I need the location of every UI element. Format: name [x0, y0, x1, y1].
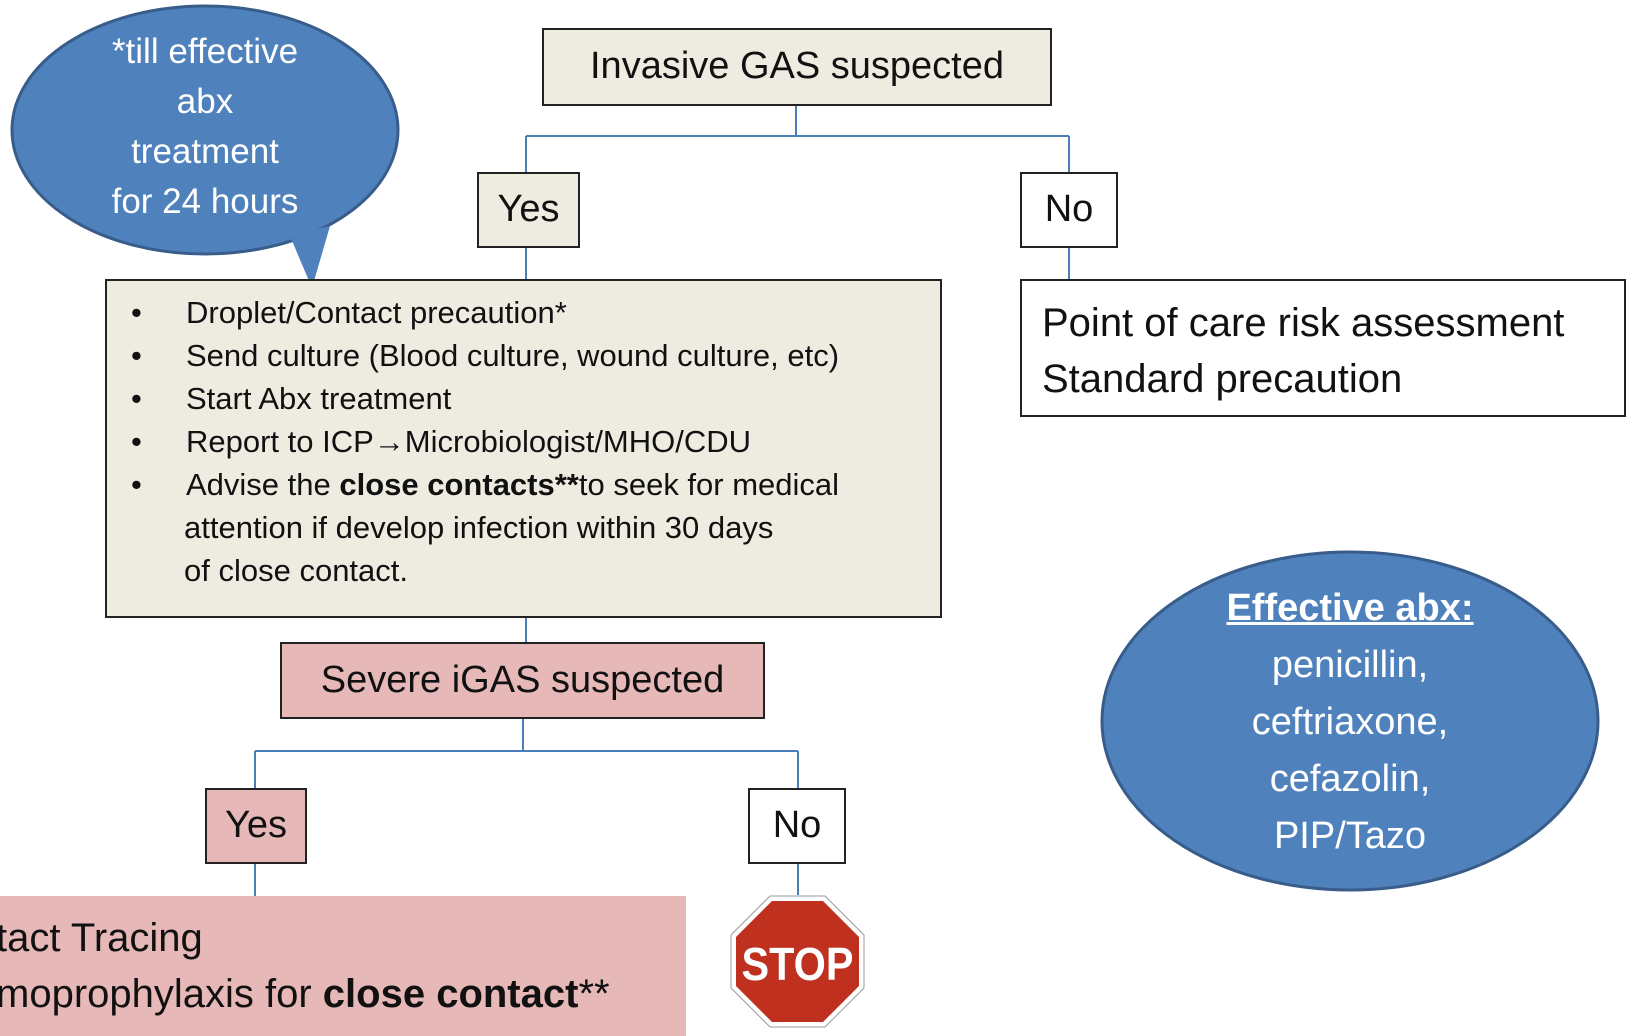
- action-item: Report to ICP→Microbiologist/MHO/CDU: [131, 420, 926, 463]
- yes-label-2: Yes: [225, 804, 287, 847]
- tracing-emphasis: close contact: [322, 972, 579, 1016]
- no-node-2: No: [748, 788, 846, 864]
- action-text: Advise the: [186, 467, 340, 502]
- treatment-note-line: for 24 hours: [111, 182, 299, 221]
- stop-label: STOP: [742, 938, 854, 990]
- root-label: Invasive GAS suspected: [590, 45, 1004, 88]
- tracing-line-2: moprophylaxis for close contact**: [0, 966, 686, 1022]
- actions-list: Droplet/Contact precaution* Send culture…: [131, 291, 926, 506]
- action-continuation: of close contact.: [184, 553, 409, 588]
- antibiotic-item: cefazolin,: [1269, 758, 1431, 800]
- treatment-note-line: *till effective: [111, 32, 299, 71]
- treatment-note-text: *till effective abx treatment for 24 hou…: [70, 27, 340, 227]
- antibiotic-item: ceftriaxone,: [1251, 701, 1449, 743]
- contact-tracing-node: tact Tracing moprophylaxis for close con…: [0, 896, 686, 1036]
- treatment-note-line: treatment: [131, 132, 279, 171]
- actions-node: Droplet/Contact precaution* Send culture…: [105, 279, 942, 618]
- action-text: to seek for medical: [578, 467, 840, 502]
- no-node-1: No: [1020, 172, 1118, 248]
- yes-node-2: Yes: [205, 788, 307, 864]
- risk-assessment-line: Point of care risk assessment: [1042, 301, 1565, 345]
- tracing-text: moprophylaxis for: [0, 972, 323, 1016]
- no-label-1: No: [1044, 188, 1094, 231]
- antibiotic-item: penicillin,: [1271, 644, 1429, 686]
- stop-sign-icon: STOP: [730, 895, 865, 1028]
- yes-label-1: Yes: [497, 188, 560, 231]
- tracing-line-1: tact Tracing: [0, 910, 686, 966]
- tracing-text: tact Tracing: [0, 916, 203, 960]
- action-item: Droplet/Contact precaution*: [131, 291, 926, 334]
- tracing-text: **: [578, 972, 610, 1016]
- action-item: Advise the close contacts**to seek for m…: [131, 463, 926, 506]
- severe-node: Severe iGAS suspected: [280, 642, 765, 719]
- root-node: Invasive GAS suspected: [542, 28, 1052, 106]
- yes-node-1: Yes: [477, 172, 580, 248]
- effective-abx-text: Effective abx: penicillin, ceftriaxone, …: [1150, 580, 1550, 865]
- no-label-2: No: [772, 804, 822, 847]
- standard-precaution-line: Standard precaution: [1042, 357, 1403, 401]
- severe-label: Severe iGAS suspected: [320, 658, 725, 701]
- action-item: Start Abx treatment: [131, 377, 926, 420]
- action-item: Send culture (Blood culture, wound cultu…: [131, 334, 926, 377]
- action-emphasis: close contacts**: [339, 467, 579, 502]
- effective-abx-title: Effective abx:: [1226, 587, 1474, 629]
- standard-precaution-node: Point of care risk assessment Standard p…: [1020, 279, 1626, 417]
- action-continuation: attention if develop infection within 30…: [184, 510, 774, 545]
- antibiotic-item: PIP/Tazo: [1273, 815, 1427, 857]
- treatment-note-line: abx: [176, 82, 234, 121]
